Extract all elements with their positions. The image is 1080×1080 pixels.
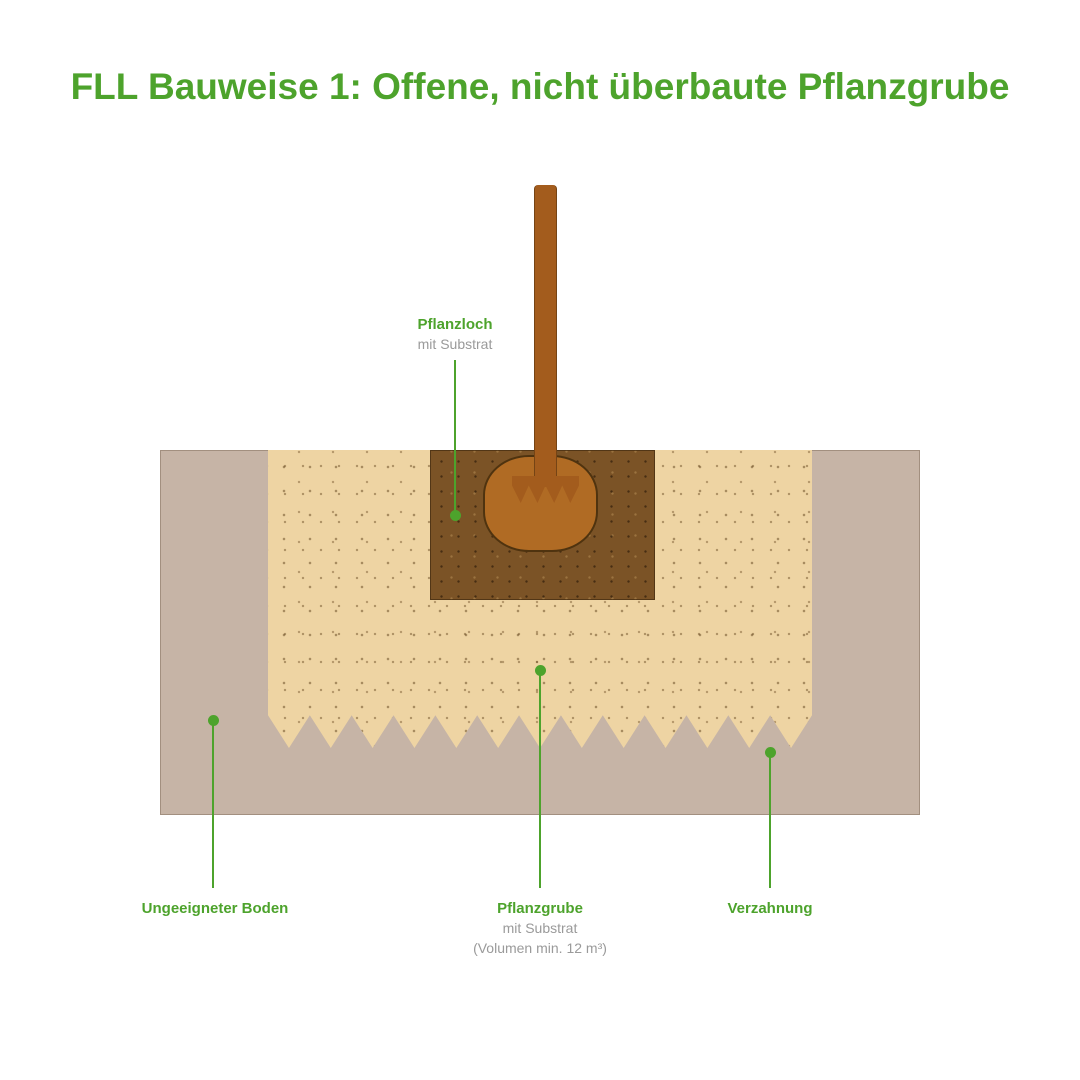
verzahnung-label-title: Verzahnung [727, 900, 813, 917]
verzahnung-label: Verzahnung [670, 898, 870, 919]
pflanzgrube-leader-line [539, 672, 541, 888]
pflanzgrube-label-volume: (Volumen min. 12 m³) [473, 939, 607, 956]
ungeeigneter-boden-marker-dot [208, 715, 219, 726]
tree-trunk [534, 185, 557, 487]
ungeeigneter-boden-leader-line [212, 722, 214, 888]
pflanzgrube-label-subtitle: mit Substrat [502, 920, 578, 936]
pflanzloch-label-title: Pflanzloch [417, 316, 493, 333]
pflanzloch-leader-line [454, 360, 456, 513]
pflanzgrube-label: Pflanzgrube mit Substrat (Volumen min. 1… [420, 898, 660, 958]
pflanzloch-label: Pflanzloch mit Substrat [355, 314, 555, 355]
verzahnung-marker-dot [765, 747, 776, 758]
page-title: FLL Bauweise 1: Offene, nicht überbaute … [70, 66, 1010, 107]
pflanzloch-marker-dot [450, 510, 461, 521]
pflanzgrube-marker-dot [535, 665, 546, 676]
ungeeigneter-boden-label-title: Ungeeigneter Boden [141, 900, 289, 917]
pflanzgrube-label-title: Pflanzgrube [497, 900, 583, 917]
verzahnung-leader-line [769, 755, 771, 888]
pflanzloch-label-subtitle: mit Substrat [417, 336, 493, 352]
ungeeigneter-boden-label: Ungeeigneter Boden [95, 898, 335, 919]
